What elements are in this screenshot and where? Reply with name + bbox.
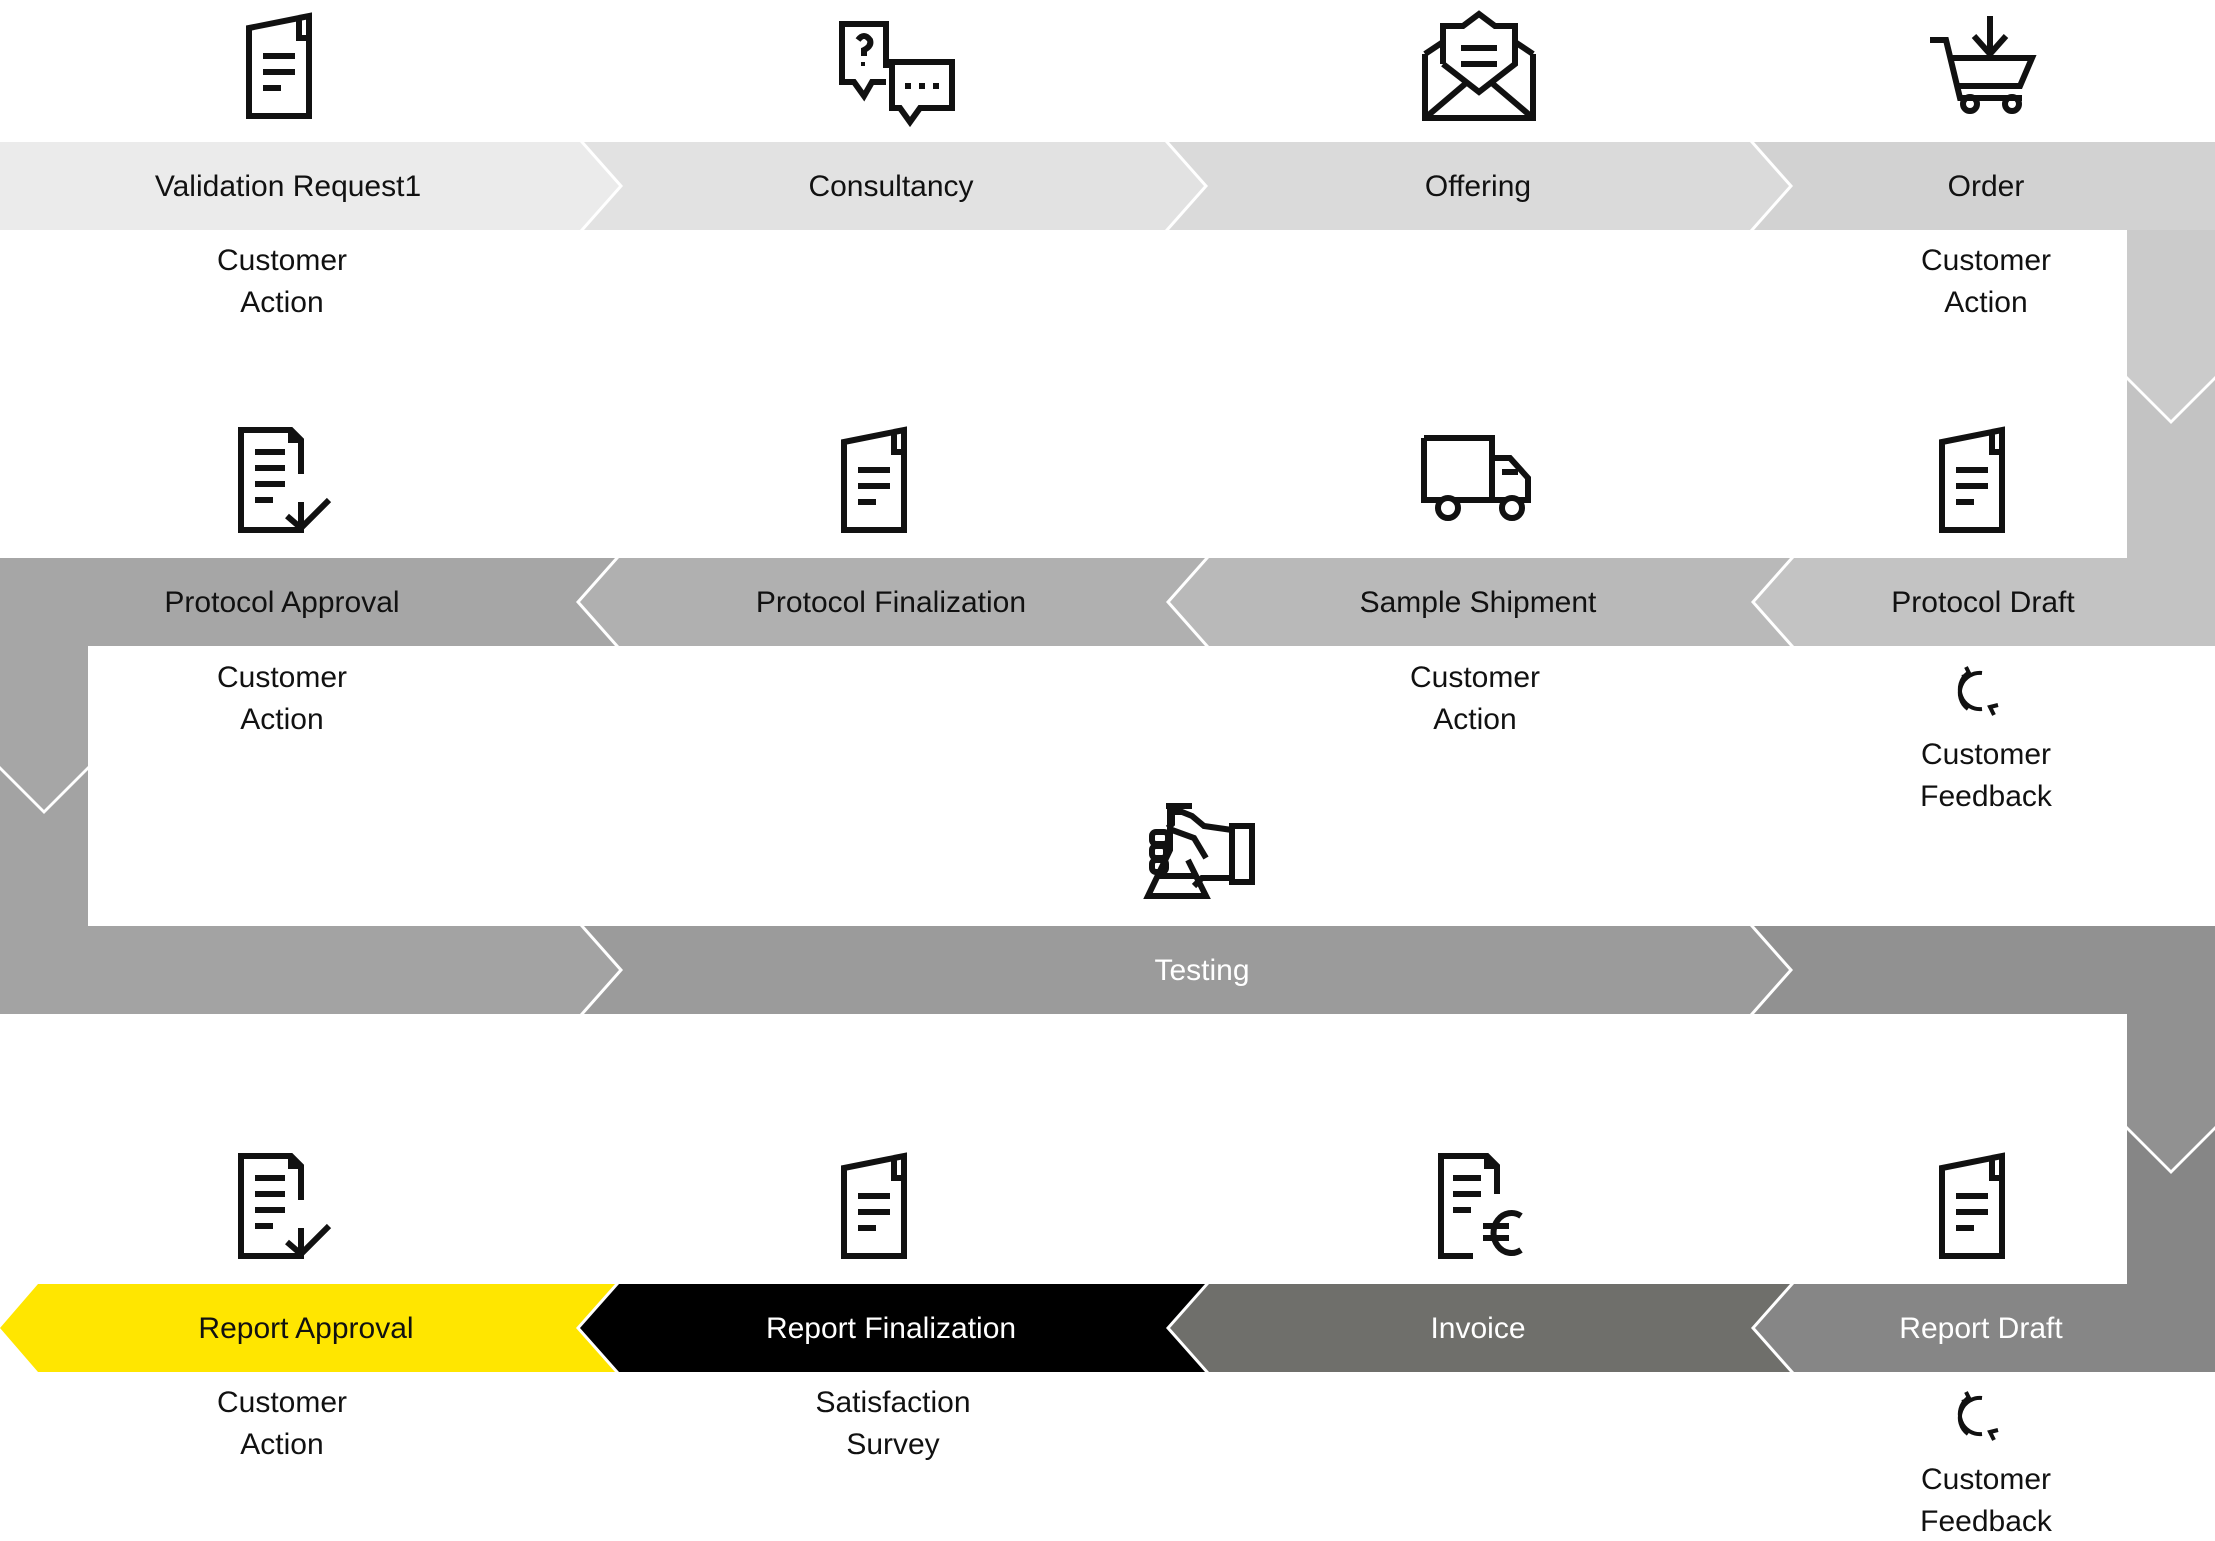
connector-right-1 xyxy=(2127,230,2215,420)
testing-band-start xyxy=(0,926,619,1014)
protocol-draft-sub-line1: Customer xyxy=(1921,738,2051,771)
hand-flask-icon xyxy=(1143,803,1255,899)
report-approval-band xyxy=(0,1284,615,1372)
envelope-letter-icon xyxy=(1422,10,1536,121)
protocol-approval-band xyxy=(88,558,615,646)
connector-right-1-lower xyxy=(2127,380,2215,558)
document-icon xyxy=(841,1152,907,1259)
report-draft-sub-line1: Customer xyxy=(1921,1463,2051,1496)
report-draft-label: Report Draft xyxy=(1899,1312,2063,1345)
order-sub-line2: Action xyxy=(1944,286,2027,319)
report-finalization-label: Report Finalization xyxy=(766,1312,1016,1345)
report-finalization-sub-line2: Survey xyxy=(846,1428,939,1461)
validation-request-sub-line2: Action xyxy=(240,286,323,319)
report-approval-sub-line1: Customer xyxy=(217,1386,347,1419)
protocol-finalization-label: Protocol Finalization xyxy=(756,586,1026,619)
protocol-approval-sub-line2: Action xyxy=(240,703,323,736)
consultancy-label: Consultancy xyxy=(808,170,973,203)
report-finalization-sub-line1: Satisfaction xyxy=(815,1386,970,1419)
order-sub-line1: Customer xyxy=(1921,244,2051,277)
connector-left-lower xyxy=(0,770,88,926)
connector-left xyxy=(0,646,88,810)
protocol-approval-sub-line1: Customer xyxy=(217,661,347,694)
invoice-label: Invoice xyxy=(1430,1312,1525,1345)
validation-request-sub-line1: Customer xyxy=(217,244,347,277)
protocol-draft-sub-line2: Feedback xyxy=(1920,780,2053,813)
document-check-icon xyxy=(238,1153,332,1259)
order-band xyxy=(1754,142,2215,230)
testing-band xyxy=(584,926,1789,1014)
delivery-truck-icon xyxy=(1421,435,1531,521)
refresh-icon xyxy=(1957,1391,1999,1441)
order-label: Order xyxy=(1948,170,2025,203)
document-check-icon xyxy=(238,427,332,533)
report-draft-band xyxy=(1755,1284,2215,1372)
document-euro-icon xyxy=(1438,1153,1523,1259)
protocol-draft-band xyxy=(1755,558,2215,646)
document-icon xyxy=(246,12,312,119)
invoice-band xyxy=(1170,1284,1790,1372)
protocol-finalization-band xyxy=(580,558,1205,646)
connector-right-2-lower xyxy=(2127,1130,2215,1284)
connector-right-2 xyxy=(2127,1014,2215,1170)
consultancy-band xyxy=(584,142,1204,230)
protocol-draft-label: Protocol Draft xyxy=(1891,586,2075,619)
refresh-icon xyxy=(1957,666,1999,716)
validation-request-label: Validation Request1 xyxy=(155,170,421,203)
sample-shipment-sub-line1: Customer xyxy=(1410,661,1540,694)
validation-request-band xyxy=(0,142,619,230)
offering-band xyxy=(1169,142,1789,230)
speech-bubbles-icon xyxy=(839,21,955,128)
report-draft-sub-line2: Feedback xyxy=(1920,1505,2053,1538)
protocol-approval-label: Protocol Approval xyxy=(164,586,399,619)
document-icon xyxy=(1939,1152,2005,1259)
sample-shipment-label: Sample Shipment xyxy=(1360,586,1597,619)
protocol-approval-band-left xyxy=(0,558,88,646)
testing-band-end xyxy=(1754,926,2215,1014)
report-finalization-band xyxy=(580,1284,1205,1372)
report-approval-label: Report Approval xyxy=(198,1312,413,1345)
document-icon xyxy=(1939,426,2005,533)
report-approval-sub-line2: Action xyxy=(240,1428,323,1461)
offering-label: Offering xyxy=(1425,170,1531,203)
document-icon xyxy=(841,426,907,533)
sample-shipment-band xyxy=(1170,558,1790,646)
sample-shipment-sub-line2: Action xyxy=(1433,703,1516,736)
testing-label: Testing xyxy=(1154,954,1249,987)
shopping-cart-icon xyxy=(1930,16,2037,114)
